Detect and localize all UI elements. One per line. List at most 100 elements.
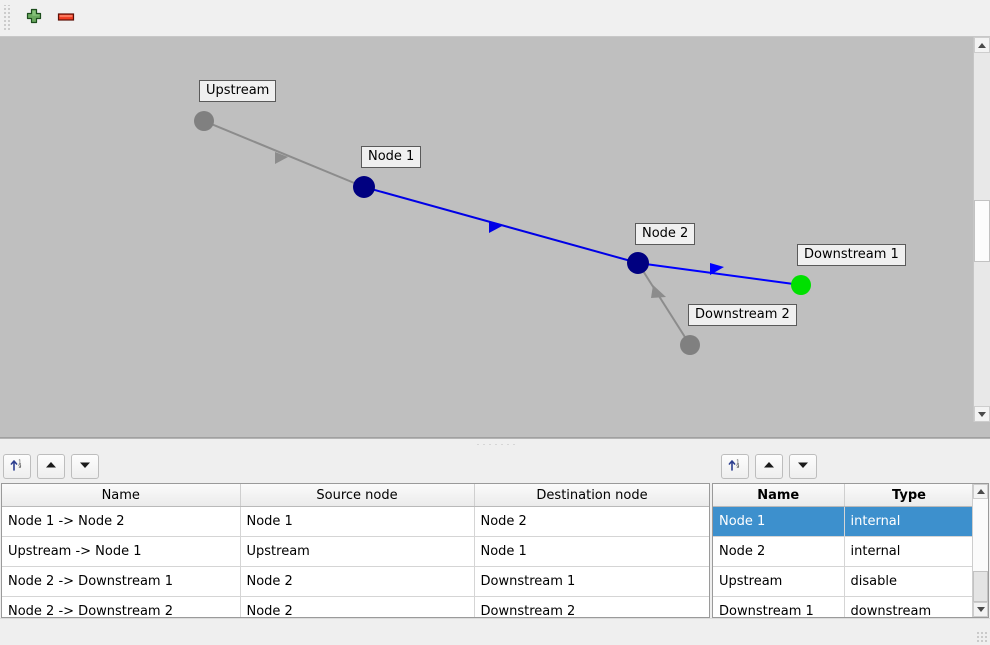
edge-node2-downstream2[interactable]: [637, 262, 691, 346]
nodes-table-scrollbar[interactable]: [972, 484, 988, 617]
graph-canvas[interactable]: Upstream Node 1 Node 2 Downstream 1 Down…: [0, 37, 973, 422]
table-row[interactable]: Upstream -> Node 1 Upstream Node 1: [2, 536, 709, 567]
column-header-source-node[interactable]: Source node: [240, 484, 475, 507]
window-resize-grip[interactable]: [976, 631, 988, 643]
connections-move-up-button[interactable]: [37, 453, 65, 479]
table-row-selected[interactable]: Node 1 internal: [713, 506, 972, 537]
graph-node-label-downstream1[interactable]: Downstream 1: [797, 244, 906, 266]
cell-source[interactable]: Node 1: [240, 506, 475, 537]
chevron-up-icon: [978, 42, 986, 48]
cell-source[interactable]: Node 2: [240, 566, 475, 597]
scroll-track-lower[interactable]: [974, 262, 990, 406]
splitter-grip-icon: [475, 442, 515, 446]
scroll-up-button[interactable]: [974, 37, 990, 53]
column-header-destination-node[interactable]: Destination node: [474, 484, 709, 507]
scroll-down-button[interactable]: [973, 602, 988, 617]
table-header-row: Name Source node Destination node: [2, 484, 709, 507]
connections-table-container: Name Source node Destination node Node 1…: [1, 483, 710, 618]
scroll-thumb-vertical[interactable]: [973, 571, 988, 602]
cell-source[interactable]: Node 2: [240, 596, 475, 617]
nodes-sort-button[interactable]: 1 9: [721, 453, 749, 479]
chevron-up-icon: [976, 489, 985, 494]
table-row[interactable]: Upstream disable: [713, 566, 972, 597]
toolbar-drag-handle[interactable]: [2, 5, 12, 31]
nodes-move-up-button[interactable]: [755, 453, 783, 479]
graph-node-node2[interactable]: [627, 252, 649, 274]
main-toolbar: [0, 0, 990, 37]
tables-area: 1 9: [0, 449, 990, 618]
cell-name[interactable]: Upstream: [713, 566, 845, 597]
table-row[interactable]: Node 2 internal: [713, 536, 972, 567]
scroll-thumb-vertical[interactable]: [974, 200, 990, 262]
graph-node-label-upstream[interactable]: Upstream: [199, 80, 277, 102]
cell-name[interactable]: Node 2: [713, 536, 845, 567]
arrow-down-icon: [796, 458, 810, 475]
connections-panel: 1 9: [0, 449, 710, 618]
arrow-up-icon: [44, 458, 58, 475]
column-header-name[interactable]: Name: [713, 484, 845, 507]
graph-horizontal-scrollbar[interactable]: [0, 437, 973, 438]
connections-sort-button[interactable]: 1 9: [3, 453, 31, 479]
cell-name[interactable]: Node 2 -> Downstream 1: [2, 566, 241, 597]
cell-name[interactable]: Node 1: [713, 506, 845, 537]
svg-text:9: 9: [18, 464, 21, 470]
chevron-down-icon: [976, 607, 985, 612]
scroll-down-button[interactable]: [974, 406, 990, 422]
graph-node-node1[interactable]: [353, 176, 375, 198]
cell-source[interactable]: Upstream: [240, 536, 475, 567]
scroll-up-button[interactable]: [973, 484, 988, 499]
cell-type[interactable]: internal: [844, 536, 972, 567]
column-header-type[interactable]: Type: [844, 484, 972, 507]
table-row[interactable]: Node 2 -> Downstream 1 Node 2 Downstream…: [2, 566, 709, 597]
connections-move-down-button[interactable]: [71, 453, 99, 479]
cell-destination[interactable]: Node 1: [474, 536, 709, 567]
cell-type[interactable]: disable: [844, 566, 972, 597]
nodes-panel: 1 9: [710, 449, 990, 618]
graph-node-label-node2[interactable]: Node 2: [635, 223, 696, 245]
status-bar: [0, 618, 990, 645]
graph-edges-layer: [203, 120, 802, 346]
graph-node-label-downstream2[interactable]: Downstream 2: [688, 304, 797, 326]
cell-name[interactable]: Upstream -> Node 1: [2, 536, 241, 567]
plus-green-icon: [25, 8, 43, 29]
graph-vertical-scrollbar[interactable]: [973, 37, 990, 422]
nodes-toolbar: 1 9: [710, 449, 990, 483]
cell-destination[interactable]: Node 2: [474, 506, 709, 537]
connections-table-scroll[interactable]: Name Source node Destination node Node 1…: [2, 484, 709, 617]
scroll-track-upper[interactable]: [974, 53, 990, 200]
nodes-move-down-button[interactable]: [789, 453, 817, 479]
column-header-name[interactable]: Name: [2, 484, 241, 507]
add-button[interactable]: [18, 2, 50, 34]
cell-destination[interactable]: Downstream 1: [474, 566, 709, 597]
chevron-down-icon: [978, 411, 986, 417]
cell-name[interactable]: Node 1 -> Node 2: [2, 506, 241, 537]
sort-ascending-icon: 1 9: [727, 457, 743, 476]
nodes-table-scroll[interactable]: Name Type Node 1 internal Node 2 i: [713, 484, 972, 617]
cell-name[interactable]: Node 2 -> Downstream 2: [2, 596, 241, 617]
table-row[interactable]: Downstream 1 downstream: [713, 596, 972, 617]
edge-node1-node2[interactable]: [363, 186, 639, 264]
graph-node-upstream[interactable]: [194, 111, 214, 131]
edge-node2-downstream1[interactable]: [637, 262, 802, 286]
cell-type[interactable]: internal: [844, 506, 972, 537]
edge-upstream-node1[interactable]: [203, 120, 365, 188]
scroll-track-upper[interactable]: [973, 499, 988, 571]
svg-text:9: 9: [736, 464, 739, 470]
table-header-row: Name Type: [713, 484, 972, 507]
graph-node-downstream2[interactable]: [680, 335, 700, 355]
arrow-down-icon: [78, 458, 92, 475]
connections-table: Name Source node Destination node Node 1…: [2, 484, 709, 617]
cell-type[interactable]: downstream: [844, 596, 972, 617]
minus-red-icon: [57, 8, 75, 29]
nodes-table: Name Type Node 1 internal Node 2 i: [713, 484, 972, 617]
table-row[interactable]: Node 2 -> Downstream 2 Node 2 Downstream…: [2, 596, 709, 617]
graph-node-downstream1[interactable]: [791, 275, 811, 295]
cell-name[interactable]: Downstream 1: [713, 596, 845, 617]
nodes-table-container: Name Type Node 1 internal Node 2 i: [712, 483, 989, 618]
remove-button[interactable]: [50, 2, 82, 34]
table-row[interactable]: Node 1 -> Node 2 Node 1 Node 2: [2, 506, 709, 537]
horizontal-splitter[interactable]: [0, 438, 990, 449]
cell-destination[interactable]: Downstream 2: [474, 596, 709, 617]
graph-node-label-node1[interactable]: Node 1: [361, 146, 422, 168]
